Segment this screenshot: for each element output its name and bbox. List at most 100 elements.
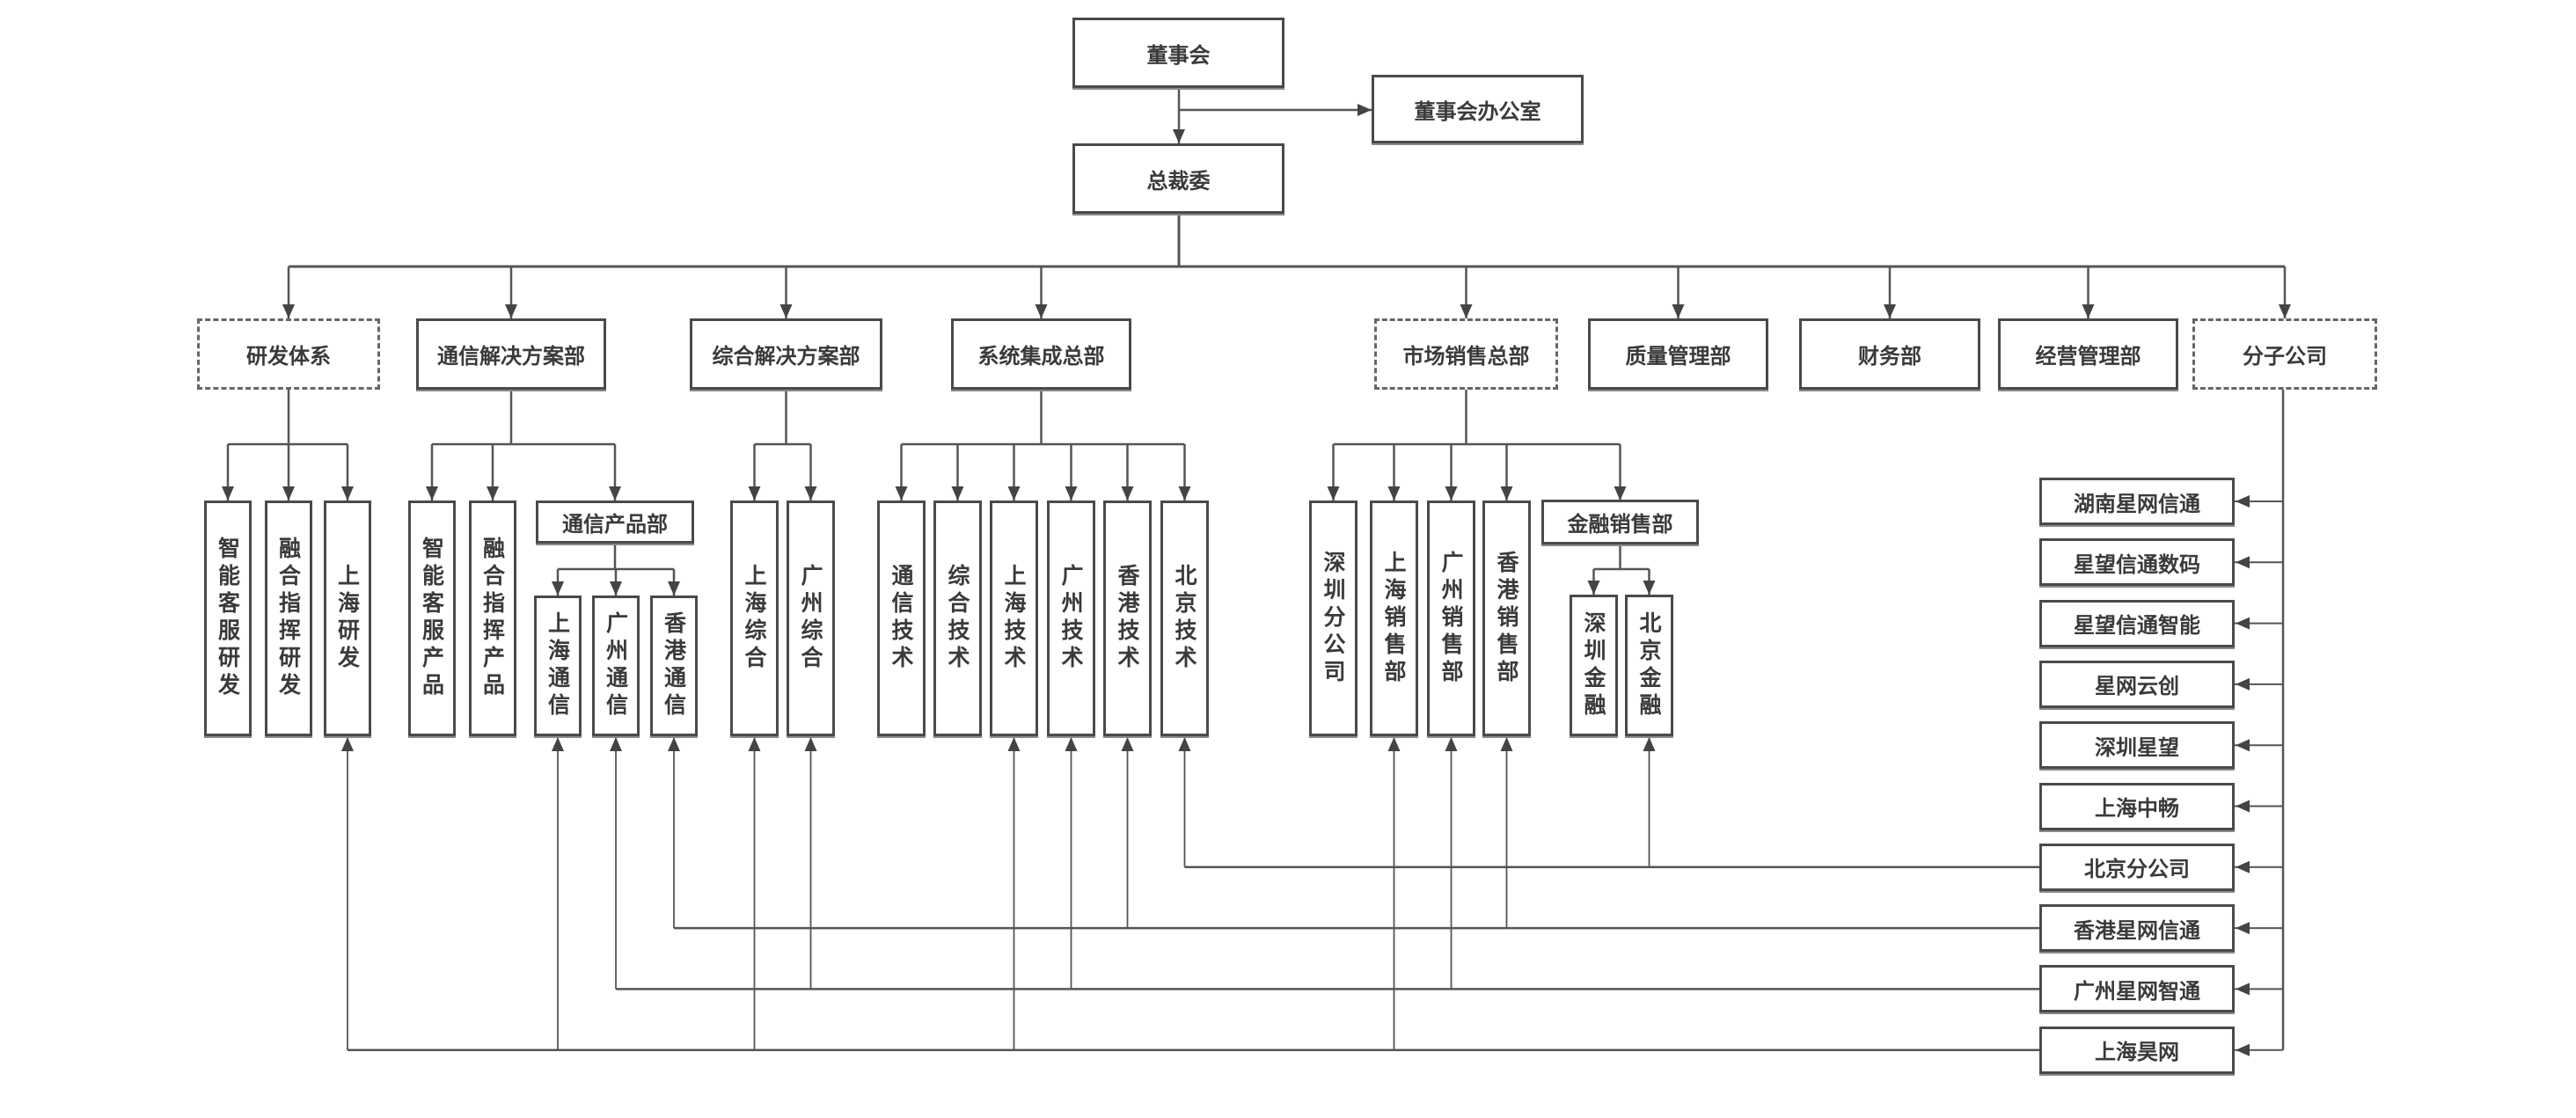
arrow-head-icon (2236, 1043, 2250, 1056)
arrow-head-icon (1500, 737, 1513, 751)
subsidiary-box: 星网云创 (2039, 660, 2235, 708)
arrow-head-icon (1178, 486, 1191, 501)
node-label: 广州综合 (798, 564, 823, 673)
arrow-head-icon (487, 486, 499, 501)
unit-box: 智能客服产品 (408, 501, 456, 736)
arrow-head-icon (1358, 104, 1372, 116)
node-label: 通信技术 (889, 564, 914, 673)
node-label: 经营管理部 (2035, 344, 2141, 369)
board-box: 董事会 (1072, 18, 1284, 88)
node-label: 上海通信 (545, 611, 571, 720)
node-label: 深圳金融 (1581, 610, 1606, 720)
arrow-head-icon (748, 737, 761, 751)
subsidiary-box: 北京分公司 (2039, 843, 2235, 891)
arrow-head-icon (282, 486, 295, 501)
department-box-comm: 通信解决方案部 (416, 318, 606, 390)
arrow-head-icon (1643, 581, 1656, 595)
arrow-head-icon (552, 737, 564, 751)
unit-box: 通信技术 (877, 501, 926, 736)
unit-box: 上海技术 (990, 501, 1038, 736)
node-label: 董事会 (1146, 42, 1211, 68)
arrow-head-icon (222, 486, 234, 501)
node-label: 香港销售部 (1494, 550, 1519, 687)
arrow-head-icon (2236, 556, 2250, 569)
department-box-integ: 综合解决方案部 (690, 318, 882, 390)
node-label: 总裁委 (1146, 168, 1211, 194)
node-label: 星望信通智能 (2074, 613, 2200, 639)
unit-box: 上海综合 (730, 501, 779, 736)
node-label: 星望信通数码 (2074, 552, 2200, 577)
unit-box: 北京金融 (1625, 595, 1673, 736)
department-box-subs: 分子公司 (2192, 318, 2377, 390)
subsidiary-box: 深圳星望 (2039, 721, 2235, 770)
arrow-head-icon (1445, 486, 1458, 501)
unit-box: 深圳分公司 (1309, 501, 1358, 736)
arrow-head-icon (1614, 486, 1627, 501)
arrow-head-icon (895, 486, 908, 501)
arrow-head-icon (1643, 737, 1656, 751)
subsidiary-box: 广州星网智通 (2039, 965, 2235, 1013)
node-label: 上海昊网 (2095, 1040, 2179, 1065)
node-label: 通信产品部 (562, 512, 668, 537)
arrow-head-icon (668, 737, 680, 751)
subsidiary-box: 香港星网信通 (2039, 904, 2235, 953)
arrow-head-icon (552, 581, 564, 596)
finance-sales-dept-box: 金融销售部 (1541, 500, 1699, 544)
arrow-head-icon (2082, 304, 2095, 318)
node-label: 北京技术 (1172, 564, 1197, 673)
president-committee-box: 总裁委 (1072, 143, 1284, 214)
comm-product-dept-box: 通信产品部 (536, 501, 694, 544)
arrow-head-icon (2236, 922, 2250, 935)
node-label: 广州技术 (1058, 564, 1084, 673)
node-label: 董事会办公室 (1414, 99, 1541, 124)
node-label: 上海技术 (1001, 564, 1027, 673)
arrow-head-icon (610, 737, 622, 751)
node-label: 市场销售总部 (1402, 344, 1530, 369)
arrow-head-icon (2236, 495, 2250, 508)
unit-box: 上海研发 (324, 501, 371, 736)
node-label: 综合解决方案部 (712, 344, 860, 369)
unit-box: 广州技术 (1047, 501, 1095, 736)
node-label: 智能客服研发 (215, 537, 241, 700)
department-box-rd: 研发体系 (197, 318, 380, 390)
arrow-head-icon (2236, 617, 2250, 630)
arrow-head-icon (1065, 737, 1078, 751)
arrow-head-icon (1387, 737, 1401, 751)
arrow-head-icon (1007, 737, 1021, 751)
department-box-fin: 财务部 (1799, 318, 1980, 390)
subsidiary-box: 上海昊网 (2039, 1026, 2235, 1074)
node-label: 香港星网信通 (2074, 917, 2200, 943)
node-label: 研发体系 (246, 344, 331, 369)
unit-box: 广州销售部 (1427, 501, 1475, 736)
unit-box: 上海销售部 (1370, 501, 1418, 736)
node-label: 融合指挥研发 (275, 537, 302, 700)
node-label: 广州星网智通 (2074, 978, 2200, 1004)
arrow-head-icon (426, 486, 438, 501)
unit-box: 广州通信 (592, 596, 640, 736)
node-label: 湖南星网信通 (2074, 491, 2200, 516)
unit-box: 融合指挥产品 (469, 501, 516, 736)
node-label: 综合技术 (945, 564, 970, 673)
unit-box: 深圳金融 (1570, 595, 1618, 736)
node-label: 香港通信 (661, 611, 687, 720)
node-label: 广州销售部 (1438, 550, 1464, 687)
arrow-head-icon (951, 486, 964, 501)
arrow-head-icon (1007, 486, 1021, 501)
node-label: 系统集成总部 (977, 344, 1105, 369)
arrow-head-icon (1121, 737, 1134, 751)
arrow-head-icon (1065, 486, 1078, 501)
unit-box: 广州综合 (787, 501, 835, 736)
arrow-head-icon (1035, 304, 1048, 318)
node-label: 北京金融 (1636, 610, 1662, 720)
arrow-head-icon (804, 486, 817, 501)
node-label: 通信解决方案部 (437, 344, 585, 369)
unit-box: 香港销售部 (1482, 501, 1531, 736)
unit-box: 北京技术 (1160, 501, 1209, 736)
arrow-head-icon (1387, 486, 1401, 501)
arrow-head-icon (341, 737, 354, 751)
arrow-head-icon (1672, 304, 1685, 318)
node-label: 香港技术 (1115, 564, 1140, 673)
arrow-head-icon (610, 581, 622, 596)
arrow-head-icon (609, 486, 621, 501)
arrow-head-icon (2236, 860, 2250, 873)
